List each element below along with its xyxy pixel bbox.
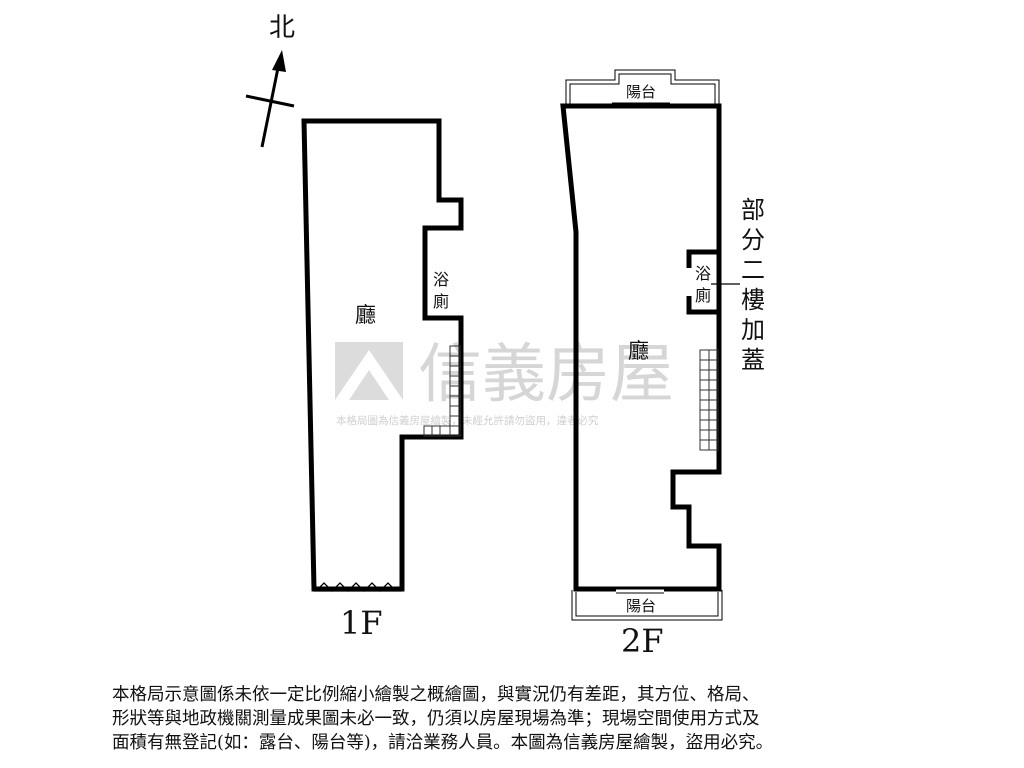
floor2-bath-walls [686, 249, 719, 315]
floor1-living-room-label: 廳 [355, 303, 376, 327]
floor1-floor-label: 1F [340, 604, 383, 642]
floor2-bath-label-1: 浴 [695, 264, 711, 283]
annotation-char: 二 [741, 256, 765, 284]
north-arrow-icon [272, 50, 286, 72]
floor1-folding-door [314, 582, 402, 592]
disclaimer-line-3: 面積有無登記(如：露台、陽台等)，請洽業務人員。本圖為信義房屋繪製，盜用必究。 [112, 733, 774, 753]
floor1-plan: 廳 浴 廁 1F [301, 118, 464, 642]
floor1-staircase [423, 345, 461, 437]
floor1-bath-label-2: 廁 [433, 292, 449, 311]
annotation-char: 蓋 [741, 346, 765, 374]
floor2-balcony-bottom-label: 陽台 [626, 597, 656, 615]
disclaimer: 本格局示意圖係未依一定比例縮小繪製之概繪圖，與實況仍有差距，其方位、格局、 形狀… [112, 683, 912, 755]
disclaimer-line-2: 形狀等與地政機關測量成果圖未必一致，仍須以房屋現場為準；現場空間使用方式及 [112, 709, 760, 729]
watermark-logo-icon [335, 342, 403, 400]
annotation-char: 分 [741, 226, 765, 254]
floor2-living-room-label: 廳 [628, 339, 649, 363]
north-label: 北 [269, 13, 295, 43]
floor2-staircase [699, 349, 719, 451]
watermark: 信義房屋 本格局圖為信義房屋繪製，未經允許請勿盜用，違者必究 [335, 338, 674, 427]
floor1-outline [301, 118, 464, 592]
floor2-outline [560, 103, 722, 592]
annotation-char: 樓 [741, 286, 765, 314]
floor2-plan: 陽台 陽台 廳 浴 廁 2F 部 分 二 [560, 69, 765, 660]
disclaimer-line-1: 本格局示意圖係未依一定比例縮小繪製之概繪圖，與實況仍有差距，其方位、格局、 [112, 685, 760, 705]
floor1-bath-label-1: 浴 [433, 270, 449, 289]
annotation-partial-2f-addition: 部 分 二 樓 加 蓋 [741, 196, 765, 374]
floor2-floor-label: 2F [621, 622, 664, 660]
compass: 北 [245, 13, 295, 148]
floor2-bath-label-2: 廁 [695, 286, 711, 305]
compass-crossbar [245, 94, 295, 108]
annotation-char: 部 [741, 196, 765, 224]
annotation-char: 加 [741, 316, 765, 344]
floor2-balcony-top-label: 陽台 [626, 83, 656, 101]
watermark-notice: 本格局圖為信義房屋繪製，未經允許請勿盜用，違者必究 [336, 414, 599, 427]
floor2-balcony-bottom [571, 589, 723, 621]
